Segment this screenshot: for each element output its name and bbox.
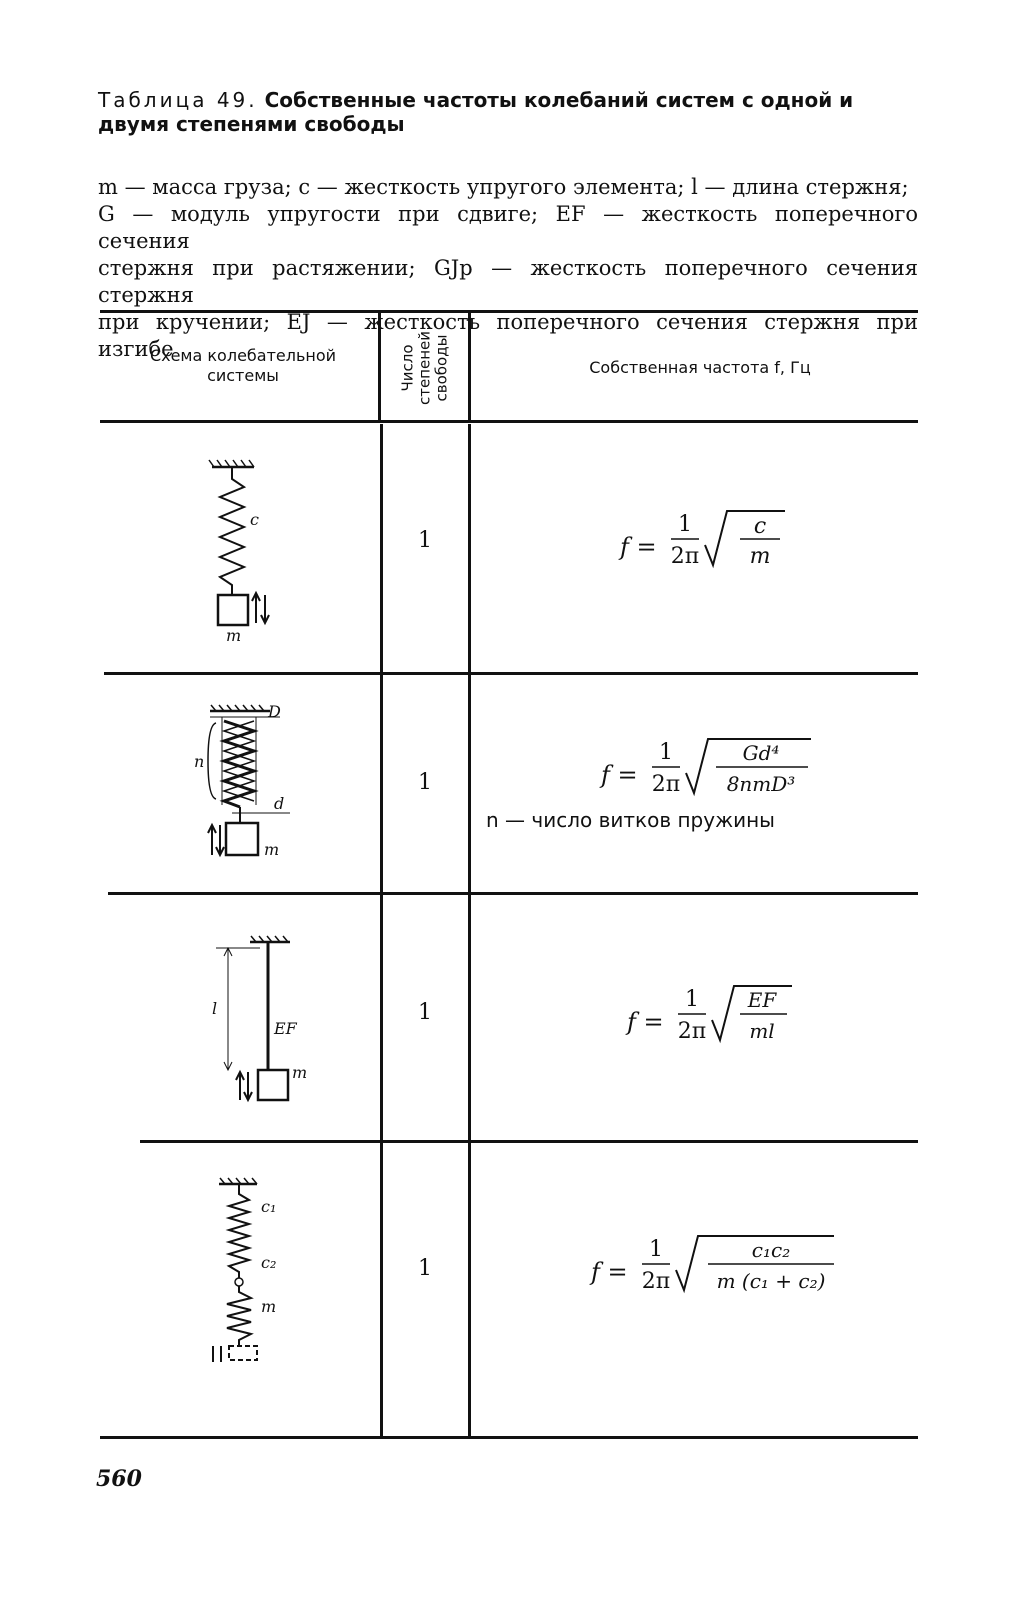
scheme-label-c: c <box>250 510 259 529</box>
table-title: Собственные частоты колебаний систем с о… <box>98 88 854 136</box>
formula-num: EF <box>747 988 778 1012</box>
dof-value: 1 <box>418 1256 432 1281</box>
scheme-two-springs-series: c₁ c₂ m <box>212 1177 276 1362</box>
header-dof-cell: Число степеней свободы <box>382 318 468 418</box>
formula-coef-den: 2π <box>642 1269 670 1294</box>
scheme-label-c2: c₂ <box>261 1253 276 1272</box>
formula-note: n — число витков пружины <box>486 808 775 832</box>
row-divider <box>108 892 918 895</box>
dof-value: 1 <box>418 528 432 553</box>
scheme-label-EF: EF <box>273 1019 298 1038</box>
scheme-label-n: n <box>194 752 204 771</box>
formula-lhs: f = <box>589 1258 628 1286</box>
legend-line: G — модуль упругости при сдвиге; EF — же… <box>98 202 918 253</box>
table-bottom-rule <box>100 1436 918 1439</box>
header-scheme: Схема колебательной системы <box>149 346 337 385</box>
formula-coef-num: 1 <box>649 1237 663 1262</box>
formula-den: ml <box>749 1019 774 1043</box>
scheme-label-d: d <box>274 794 284 813</box>
scheme-helical-spring: D n d m <box>194 702 290 859</box>
formula-den: 8nmD³ <box>727 772 796 796</box>
row-divider <box>140 1140 918 1143</box>
column-divider <box>468 424 471 1436</box>
scheme-label-m: m <box>261 1297 276 1316</box>
scheme-label-m: m <box>292 1063 307 1082</box>
table-label: Таблица 49. <box>98 88 258 112</box>
frequency-formula: f = 1 2π c₁c₂ m (c₁ + c₂) <box>589 1235 834 1294</box>
formula-num: c <box>754 514 766 539</box>
scheme-label-D: D <box>267 702 281 721</box>
formula-coef-num: 1 <box>678 512 692 537</box>
scheme-label-l: l <box>212 999 217 1018</box>
formula-num: Gd⁴ <box>743 741 780 765</box>
row-divider <box>104 672 918 675</box>
frequency-formula: f = 1 2π Gd⁴ 8nmD³ <box>599 738 811 797</box>
formula-lhs: f = <box>625 1008 664 1036</box>
formula-lhs: f = <box>618 533 657 561</box>
scheme-label-m: m <box>264 840 279 859</box>
header-frequency: Собственная частота f, Гц <box>589 358 811 377</box>
formula-coef-den: 2π <box>678 1019 706 1044</box>
frequency-formula: f = 1 2π EF ml <box>625 985 792 1044</box>
column-divider <box>380 424 383 1436</box>
formula-den: m <box>750 544 771 569</box>
frequency-formula: f = 1 2π c m <box>618 510 785 569</box>
header-dof: Число степеней свободы <box>398 330 451 406</box>
dof-value: 1 <box>418 770 432 795</box>
legend-line: m — масса груза; c — жесткость упругого … <box>98 175 909 199</box>
page-number: 560 <box>96 1466 142 1492</box>
formula-coef-den: 2π <box>671 544 699 569</box>
formula-coef-num: 1 <box>685 987 699 1012</box>
header-bottom-rule <box>100 420 918 423</box>
scheme-rod-tension: l EF m <box>212 935 307 1103</box>
formula-num: c₁c₂ <box>752 1238 790 1262</box>
table-caption: Таблица 49. Собственные частоты колебани… <box>98 88 898 136</box>
column-divider <box>468 312 471 422</box>
dof-value: 1 <box>418 1000 432 1025</box>
scheme-label-c1: c₁ <box>261 1197 276 1216</box>
formula-lhs: f = <box>599 761 638 789</box>
formula-den: m (c₁ + c₂) <box>717 1269 826 1293</box>
scheme-label-m: m <box>226 626 241 645</box>
scheme-spring-mass: c m <box>208 459 270 645</box>
formula-coef-num: 1 <box>659 740 673 765</box>
legend-line: стержня при растяжении; GJp — жесткость … <box>98 256 918 307</box>
symbol-legend: m — масса груза; c — жесткость упругого … <box>98 174 918 363</box>
column-divider <box>378 312 381 422</box>
table-top-rule <box>100 310 918 313</box>
formula-coef-den: 2π <box>652 772 680 797</box>
legend-line: при кручении; EJ — жесткость поперечного… <box>98 310 918 361</box>
